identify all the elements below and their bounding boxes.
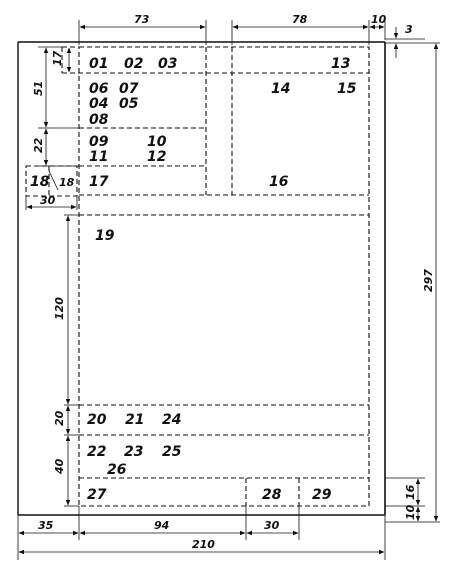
field-22: 22 (87, 444, 106, 460)
bottom-dimensions: 35 94 30 210 (17, 506, 386, 560)
top-dimensions: 73 78 10 3 (78, 13, 440, 58)
left-dimensions: 17 51 22 18 30 120 20 40 (25, 46, 79, 507)
dim-40: 40 (53, 458, 66, 475)
dim-20: 20 (53, 410, 66, 426)
field-13: 13 (331, 56, 350, 72)
field-20: 20 (87, 412, 107, 428)
dim-22: 22 (32, 137, 45, 153)
field-19: 19 (95, 228, 115, 244)
field-15: 15 (337, 81, 357, 97)
field-07: 07 (119, 81, 139, 97)
field-29: 29 (312, 487, 332, 503)
field-08: 08 (89, 112, 109, 128)
field-11: 11 (89, 149, 108, 165)
dim-94: 94 (154, 519, 169, 532)
dim-78: 78 (292, 13, 308, 26)
field-12: 12 (147, 149, 166, 165)
dim-10-right: 10 (404, 504, 417, 520)
dim-30-left: 30 (40, 194, 56, 207)
field-14: 14 (271, 81, 290, 97)
right-dimensions: 297 16 10 (385, 43, 440, 523)
sheet-border (17, 41, 386, 516)
field-04: 04 (89, 96, 108, 112)
field-05: 05 (119, 96, 139, 112)
dim-3: 3 (405, 23, 413, 36)
field-24: 24 (162, 412, 181, 428)
field-26: 26 (107, 462, 127, 478)
dim-73: 73 (134, 13, 150, 26)
field-25: 25 (162, 444, 182, 460)
dim-51: 51 (32, 81, 45, 96)
field-06: 06 (89, 81, 109, 97)
field-18: 18 (30, 174, 50, 190)
form-frame (25, 46, 370, 507)
dim-17: 17 (51, 50, 64, 66)
field-17: 17 (89, 174, 109, 190)
field-28: 28 (262, 487, 282, 503)
dim-297: 297 (422, 269, 435, 292)
dim-30-bottom: 30 (264, 519, 280, 532)
field-01: 01 (89, 56, 108, 72)
field-21: 21 (125, 412, 144, 428)
dim-16: 16 (404, 484, 417, 500)
dim-10-top: 10 (371, 13, 387, 26)
dim-210: 210 (192, 538, 215, 551)
field-16: 16 (269, 174, 289, 190)
dim-120: 120 (53, 297, 66, 320)
field-10: 10 (147, 134, 167, 150)
field-03: 03 (158, 56, 177, 72)
field-23: 23 (124, 444, 143, 460)
field-27: 27 (87, 487, 107, 503)
field-labels: 01 02 03 13 06 07 14 15 04 05 08 09 10 1… (30, 56, 357, 503)
dim-35: 35 (38, 519, 54, 532)
dim-18-box: 18 (59, 176, 75, 189)
field-09: 09 (89, 134, 109, 150)
field-02: 02 (124, 56, 143, 72)
